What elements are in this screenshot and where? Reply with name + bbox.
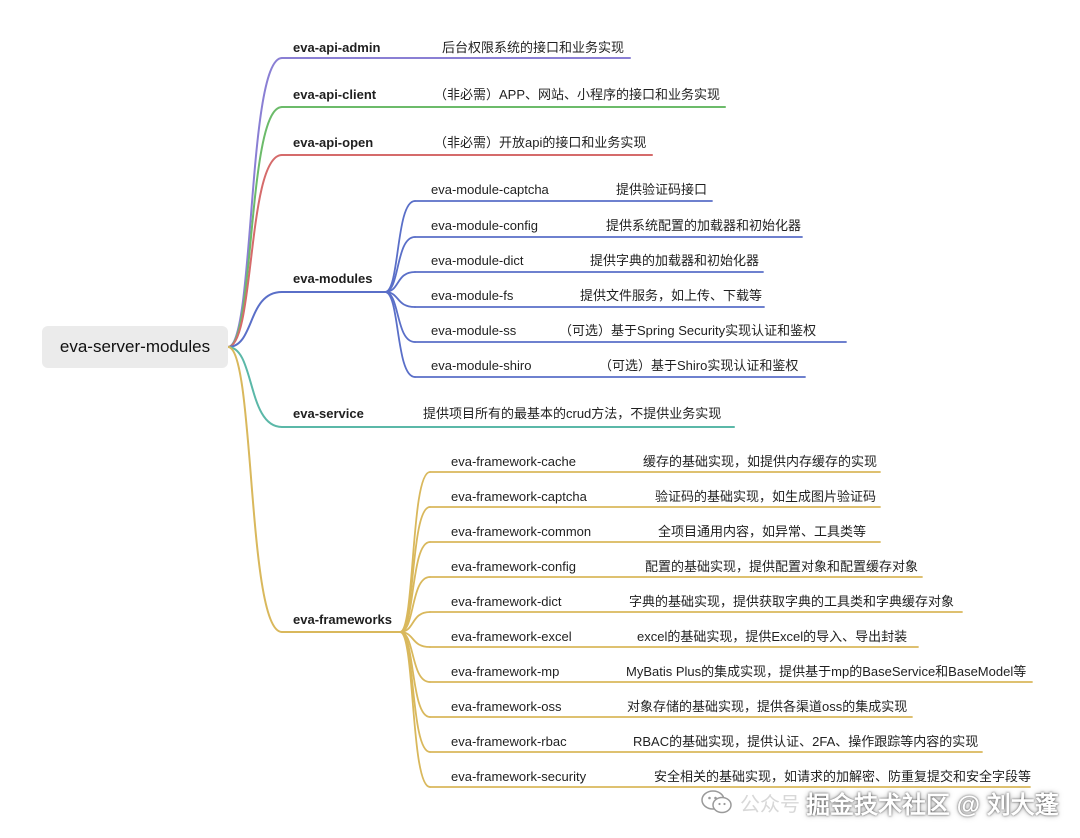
leaf-eva-framework-dict[interactable]: eva-framework-dict (451, 594, 562, 609)
edge-modules-0 (384, 200, 416, 293)
leaf-eva-module-shiro[interactable]: eva-module-shiro (431, 358, 532, 373)
edge-modules-1 (384, 236, 416, 293)
edge-frameworks-2 (399, 541, 431, 633)
leaf-eva-module-ss[interactable]: eva-module-ss (431, 323, 517, 338)
branch-eva-api-client[interactable]: eva-api-client (293, 87, 377, 102)
leaf-desc-eva-framework-rbac: RBAC的基础实现，提供认证、2FA、操作跟踪等内容的实现 (633, 734, 979, 749)
branch-desc-eva-service: 提供项目所有的最基本的crud方法，不提供业务实现 (423, 406, 722, 421)
leaf-desc-eva-module-config: 提供系统配置的加载器和初始化器 (606, 218, 802, 233)
leaf-eva-framework-common[interactable]: eva-framework-common (451, 524, 592, 539)
watermark-text: 掘金技术社区 @ 刘大蓬 (806, 791, 1059, 819)
wechat-icon (701, 790, 732, 814)
leaf-eva-framework-mp[interactable]: eva-framework-mp (451, 664, 560, 679)
branch-desc-eva-api-admin: 后台权限系统的接口和业务实现 (442, 40, 625, 55)
leaf-desc-eva-framework-common: 全项目通用内容，如异常、工具类等 (658, 524, 867, 539)
leaf-eva-module-config[interactable]: eva-module-config (431, 218, 538, 233)
edge-modules-5 (384, 291, 416, 378)
watermark-prefix: 公众号 (740, 793, 800, 816)
leaf-desc-eva-module-captcha: 提供验证码接口 (616, 182, 708, 197)
leaf-eva-framework-rbac[interactable]: eva-framework-rbac (451, 734, 567, 749)
edge-frameworks-9 (399, 631, 431, 788)
leaf-desc-eva-framework-security: 安全相关的基础实现，如请求的加解密、防重复提交和安全字段等 (654, 769, 1032, 784)
leaf-eva-module-captcha[interactable]: eva-module-captcha (431, 182, 549, 197)
leaf-desc-eva-module-dict: 提供字典的加载器和初始化器 (590, 253, 760, 268)
leaf-desc-eva-module-fs: 提供文件服务，如上传、下载等 (580, 288, 763, 303)
branch-eva-api-admin[interactable]: eva-api-admin (293, 40, 381, 55)
branch-eva-api-open[interactable]: eva-api-open (293, 135, 374, 150)
edge-root-open (227, 154, 283, 348)
leaf-eva-framework-excel[interactable]: eva-framework-excel (451, 629, 572, 644)
edge-root-client (227, 106, 283, 348)
leaf-desc-eva-module-ss: （可选）基于Spring Security实现认证和鉴权 (559, 323, 817, 338)
branch-eva-service[interactable]: eva-service (293, 406, 364, 421)
leaf-eva-framework-captcha[interactable]: eva-framework-captcha (451, 489, 587, 504)
leaf-desc-eva-framework-cache: 缓存的基础实现，如提供内存缓存的实现 (643, 454, 878, 469)
leaf-desc-eva-framework-captcha: 验证码的基础实现，如生成图片验证码 (655, 489, 877, 504)
leaf-desc-eva-framework-config: 配置的基础实现，提供配置对象和配置缓存对象 (645, 559, 919, 574)
leaf-desc-eva-framework-dict: 字典的基础实现，提供获取字典的工具类和字典缓存对象 (629, 594, 955, 609)
edge-modules-4 (384, 291, 416, 343)
edge-root-modules (227, 291, 283, 348)
leaf-eva-module-fs[interactable]: eva-module-fs (431, 288, 514, 303)
leaf-eva-module-dict[interactable]: eva-module-dict (431, 253, 524, 268)
edge-root-frameworks (227, 346, 283, 633)
watermark: 公众号 掘金技术社区 @ 刘大蓬 (700, 784, 1059, 820)
leaf-desc-eva-module-shiro: （可选）基于Shiro实现认证和鉴权 (599, 358, 799, 373)
leaf-eva-framework-cache[interactable]: eva-framework-cache (451, 454, 576, 469)
leaf-desc-eva-framework-oss: 对象存储的基础实现，提供各渠道oss的集成实现 (627, 699, 908, 714)
leaf-eva-framework-config[interactable]: eva-framework-config (451, 559, 576, 574)
leaf-eva-framework-oss[interactable]: eva-framework-oss (451, 699, 562, 714)
branch-desc-eva-api-client: （非必需）APP、网站、小程序的接口和业务实现 (434, 87, 721, 102)
root-node[interactable]: eva-server-modules (42, 326, 228, 368)
edge-frameworks-3 (399, 576, 431, 633)
branch-desc-eva-api-open: （非必需）开放api的接口和业务实现 (434, 135, 647, 150)
edge-root-service (227, 346, 283, 428)
leaf-desc-eva-framework-excel: excel的基础实现，提供Excel的导入、导出封装 (637, 629, 908, 644)
leaf-desc-eva-framework-mp: MyBatis Plus的集成实现，提供基于mp的BaseService和Bas… (626, 664, 1027, 679)
branch-eva-frameworks[interactable]: eva-frameworks (293, 612, 392, 627)
leaf-eva-framework-security[interactable]: eva-framework-security (451, 769, 587, 784)
branch-eva-modules[interactable]: eva-modules (293, 271, 373, 286)
